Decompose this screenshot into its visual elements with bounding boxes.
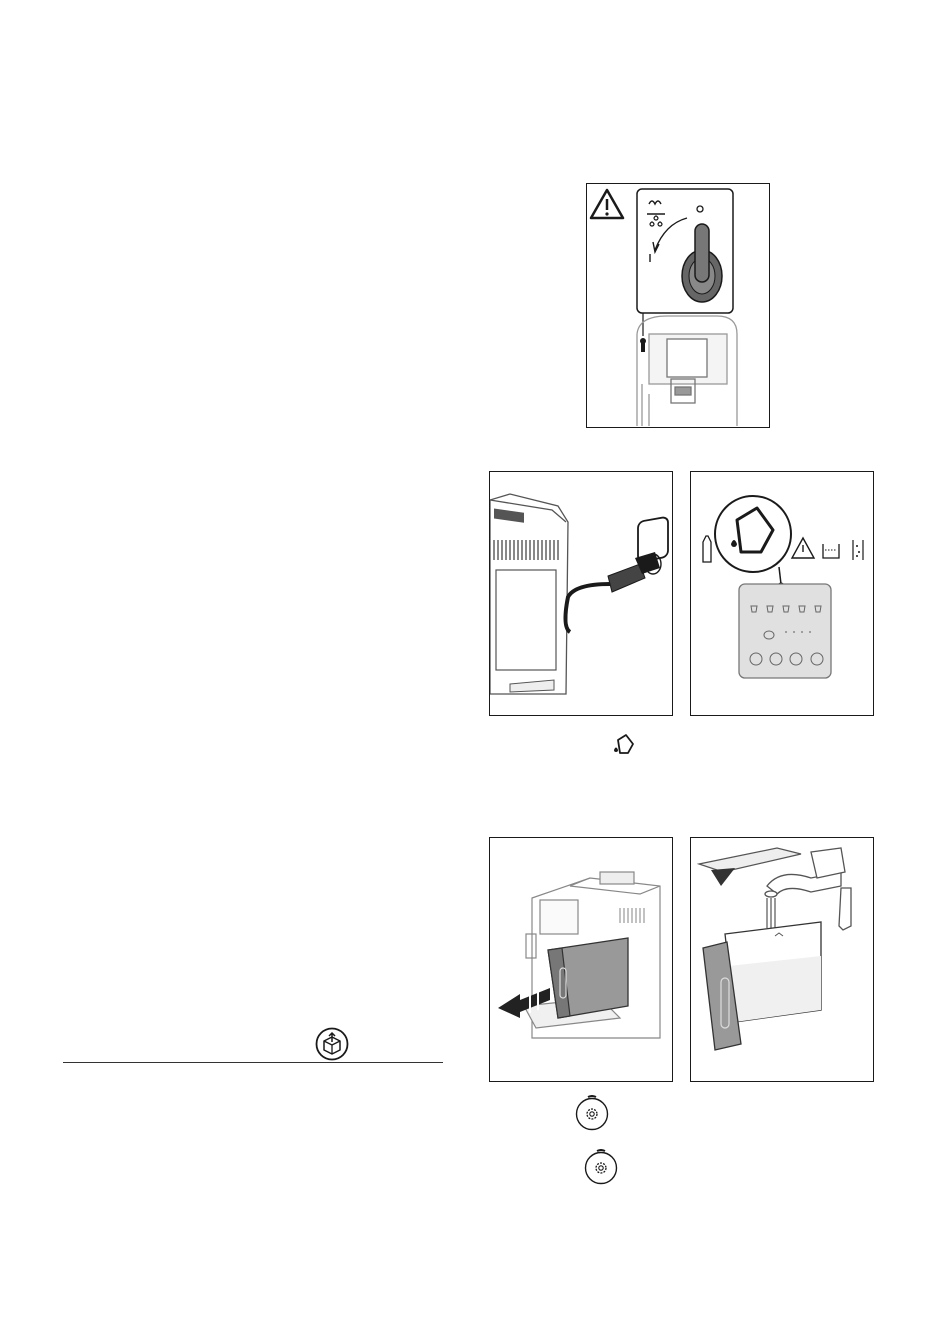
water-tank [548,938,628,1018]
machine-front [637,316,737,426]
fill-water-icon [610,731,638,764]
water-tank [703,922,821,1050]
warning-icon [591,190,623,218]
settings-gear-icon [575,1095,609,1136]
warning-icon [792,538,814,558]
control-panel-figure [690,471,874,716]
fill-tank-figure [690,837,874,1082]
remove-tank-figure [489,837,673,1082]
descale-icon [823,544,839,558]
section-divider [63,1062,443,1063]
steam-knob-figure [586,183,770,428]
power-plug [608,552,660,592]
milk-icon [703,536,711,562]
box-upload-icon [315,1027,349,1066]
faucet [765,848,851,930]
plug-in-figure [489,471,673,716]
filter-icon [853,540,863,560]
machine-side [490,494,568,694]
control-panel [739,584,831,678]
settings-gear-icon [584,1149,618,1190]
